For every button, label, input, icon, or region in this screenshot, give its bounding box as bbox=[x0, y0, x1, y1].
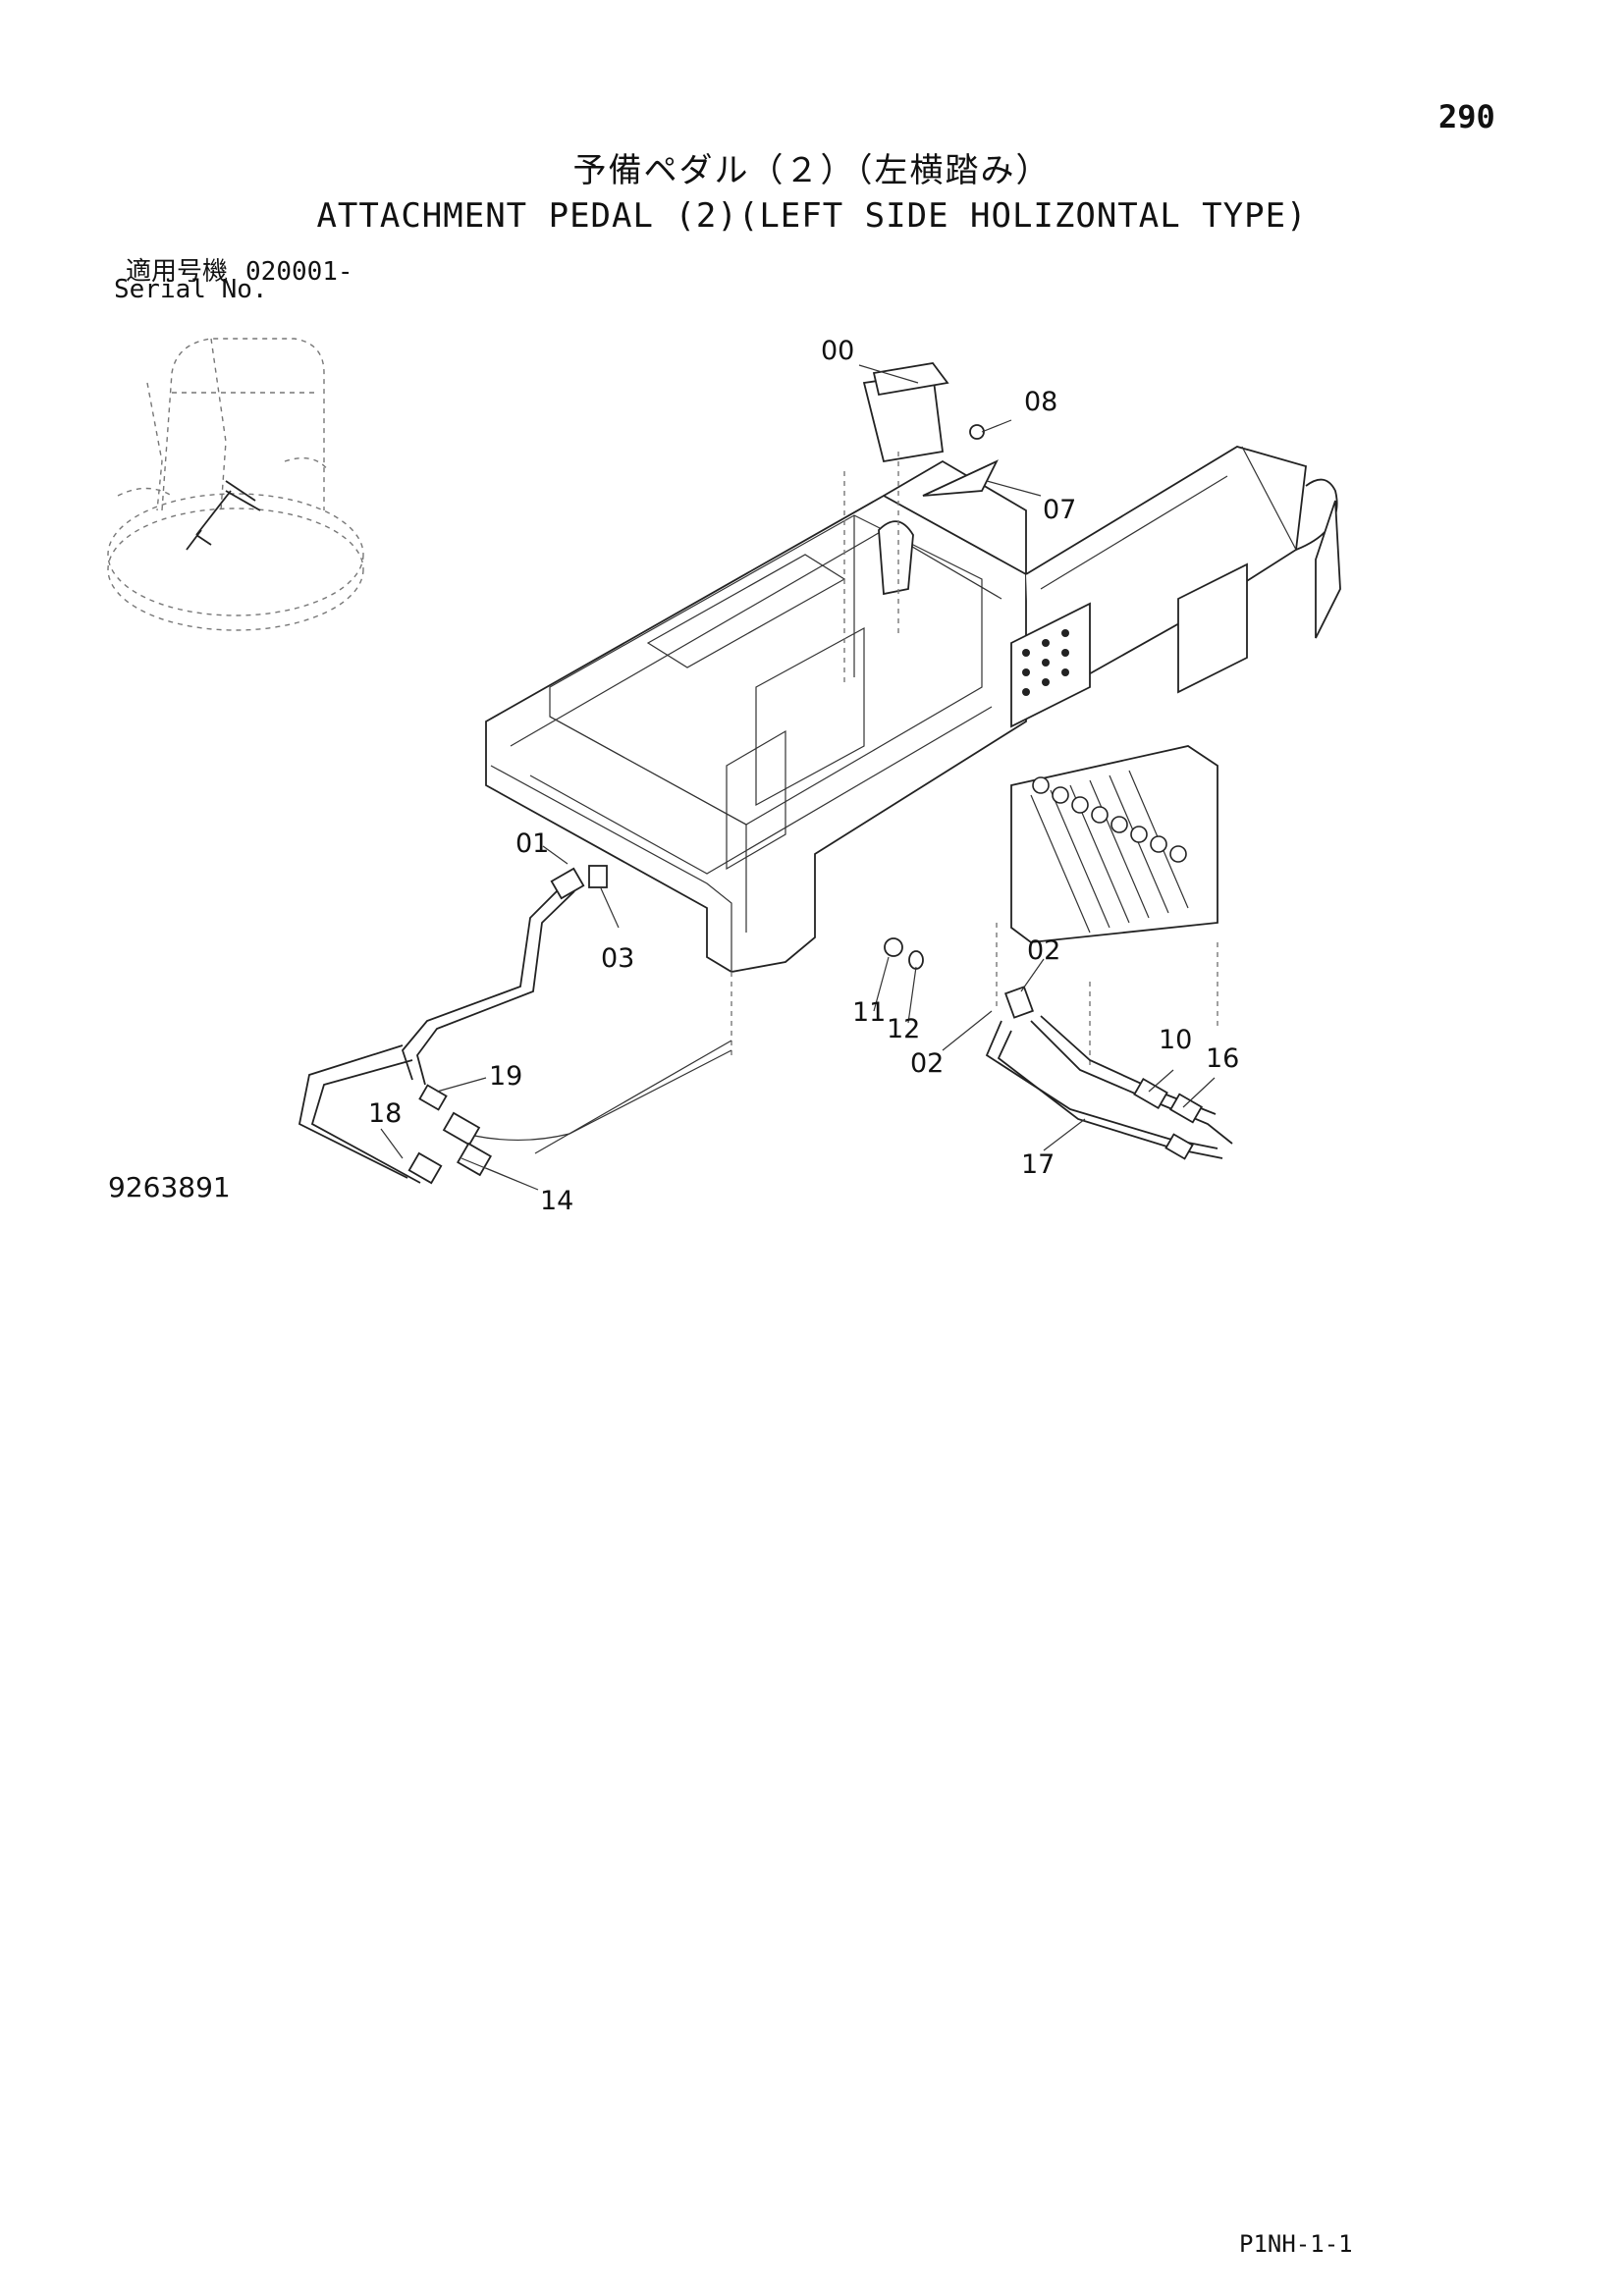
callout-labels: 00 08 07 01 03 02 11 12 02 10 16 19 18 1… bbox=[368, 336, 1239, 1216]
part-07-plate bbox=[922, 459, 999, 497]
callout-02-lower: 02 bbox=[910, 1048, 944, 1079]
callout-19: 19 bbox=[489, 1061, 522, 1092]
callout-07: 07 bbox=[1043, 495, 1076, 525]
callout-16: 16 bbox=[1206, 1043, 1239, 1074]
callout-02-upper: 02 bbox=[1027, 935, 1060, 966]
serial-value: 020001- bbox=[245, 257, 353, 287]
callout-12: 12 bbox=[887, 1014, 920, 1044]
callout-10: 10 bbox=[1159, 1025, 1192, 1055]
part-11-nut bbox=[884, 937, 903, 957]
machine-overview-thumbnail bbox=[107, 338, 364, 631]
page-title-english: ATTACHMENT PEDAL (2)(LEFT SIDE HOLIZONTA… bbox=[316, 196, 1308, 236]
serial-label-english: Serial No. bbox=[114, 275, 268, 304]
serial-label-jp-text: 適用号機 bbox=[126, 257, 229, 287]
callout-14: 14 bbox=[540, 1186, 573, 1216]
callout-08: 08 bbox=[1024, 387, 1057, 417]
callout-18: 18 bbox=[368, 1098, 402, 1129]
part-08-nut bbox=[969, 424, 985, 440]
callout-17: 17 bbox=[1021, 1149, 1055, 1180]
callout-11: 11 bbox=[852, 997, 886, 1028]
callout-00: 00 bbox=[821, 336, 854, 366]
page-number: 290 bbox=[1438, 98, 1495, 135]
main-frame bbox=[446, 362, 1341, 1154]
callout-leaders bbox=[380, 364, 1216, 1191]
callout-01: 01 bbox=[515, 828, 549, 859]
callout-03: 03 bbox=[601, 943, 634, 974]
right-hose-assembly bbox=[985, 986, 1233, 1160]
page-title-japanese: 予備ペダル（２）（左横踏み） bbox=[572, 151, 1052, 190]
page-code: P1NH-1-1 bbox=[1239, 2230, 1353, 2258]
part-12-washer bbox=[908, 950, 924, 970]
drawing-number: 9263891 bbox=[108, 1171, 231, 1203]
serial-label-japanese: 適用号機 020001- bbox=[126, 251, 353, 288]
